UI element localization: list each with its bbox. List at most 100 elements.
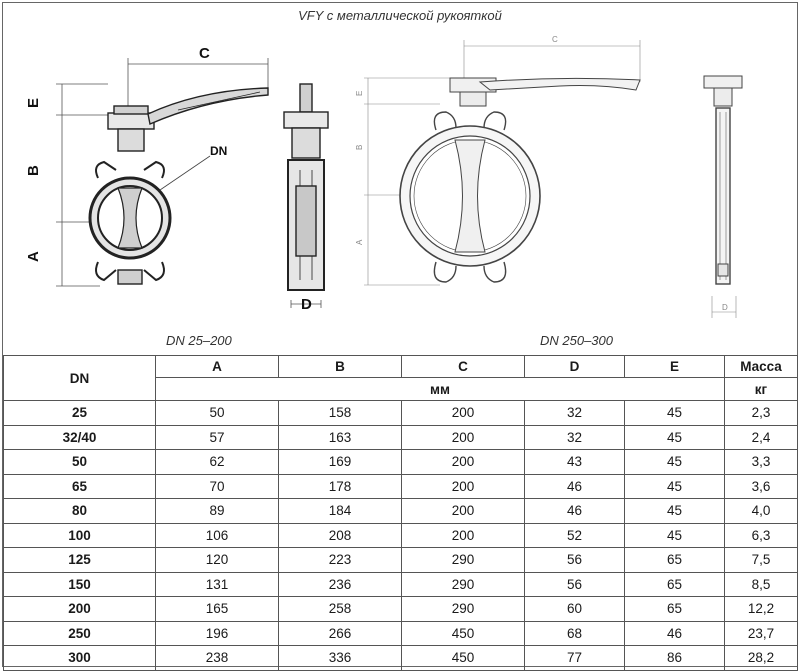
cell-e: 45 [624,473,725,499]
cell-c: 290 [401,571,525,597]
cell-b: 169 [278,449,402,475]
cell-a: 62 [155,449,279,475]
cell-e: 45 [624,424,725,450]
header-dn: DN [3,355,156,401]
header-d: D [524,355,625,378]
cell-mass: 3,6 [724,473,798,499]
cell-a: 70 [155,473,279,499]
cell-a: 131 [155,571,279,597]
cell-mass: 12,2 [724,596,798,622]
cell-e: 65 [624,571,725,597]
cell-a: 106 [155,522,279,548]
cell-c: 200 [401,400,525,426]
side-view-small [283,83,329,308]
caption-dn-small: DN 25–200 [166,333,232,348]
cell-c: 290 [401,596,525,622]
dim-label-b: B [25,165,42,176]
cell-b: 184 [278,498,402,524]
header-c: C [401,355,525,378]
page-title: VFY с металлической рукояткой [298,8,502,23]
cell-e: 86 [624,645,725,671]
cell-dn: 32/40 [3,424,156,450]
technical-drawings: E B A C DN D C E B A [25,35,743,318]
cell-d: 56 [524,547,625,573]
cell-d: 60 [524,596,625,622]
cell-b: 258 [278,596,402,622]
cell-d: 46 [524,473,625,499]
cell-b: 336 [278,645,402,671]
cell-mass: 23,7 [724,620,798,646]
cell-d: 46 [524,498,625,524]
cell-a: 238 [155,645,279,671]
cell-mass: 2,3 [724,400,798,426]
cell-mass: 28,2 [724,645,798,671]
cell-b: 163 [278,424,402,450]
cell-e: 45 [624,498,725,524]
cell-dn: 80 [3,498,156,524]
cell-dn: 300 [3,645,156,671]
cell-b: 208 [278,522,402,548]
cell-dn: 100 [3,522,156,548]
cell-d: 32 [524,400,625,426]
cell-c: 290 [401,547,525,573]
cell-c: 200 [401,424,525,450]
svg-text:A: A [355,239,364,245]
cell-mass: 7,5 [724,547,798,573]
dim-label-d: D [301,296,312,313]
cell-c: 200 [401,473,525,499]
cell-e: 46 [624,620,725,646]
cell-b: 236 [278,571,402,597]
cell-d: 32 [524,424,625,450]
svg-text:E: E [355,91,364,96]
header-mass: Масса [724,355,798,378]
cell-mass: 6,3 [724,522,798,548]
cell-dn: 200 [3,596,156,622]
dim-label-dn: DN [210,144,227,158]
cell-dn: 50 [3,449,156,475]
cell-d: 43 [524,449,625,475]
cell-b: 178 [278,473,402,499]
svg-text:C: C [552,35,558,44]
cell-c: 200 [401,498,525,524]
dim-label-c: C [199,45,210,62]
cell-c: 200 [401,449,525,475]
cell-e: 45 [624,449,725,475]
cell-a: 50 [155,400,279,426]
cell-d: 56 [524,571,625,597]
cell-a: 120 [155,547,279,573]
cell-c: 450 [401,620,525,646]
cell-e: 65 [624,596,725,622]
dim-label-e: E [25,98,42,108]
header-unit-mm: мм [155,377,725,401]
cell-a: 196 [155,620,279,646]
header-b: B [278,355,402,378]
cell-e: 45 [624,400,725,426]
cell-a: 165 [155,596,279,622]
dim-label-a: A [25,251,42,262]
header-a: A [155,355,279,378]
cell-mass: 4,0 [724,498,798,524]
cell-b: 223 [278,547,402,573]
header-e: E [624,355,725,378]
side-view-large: D [703,75,743,318]
front-view-small [56,58,269,287]
caption-dn-large: DN 250–300 [540,333,613,348]
cell-a: 57 [155,424,279,450]
cell-d: 68 [524,620,625,646]
svg-text:B: B [355,145,364,150]
cell-dn: 150 [3,571,156,597]
header-unit-kg: кг [724,377,798,401]
cell-dn: 25 [3,400,156,426]
